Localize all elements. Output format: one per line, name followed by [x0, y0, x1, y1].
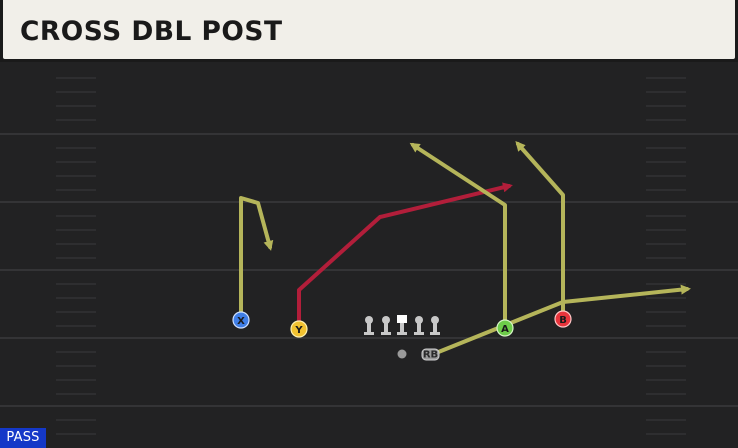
player-x-label: X: [237, 316, 245, 327]
offensive-line: [364, 315, 440, 335]
play-header: CROSS DBL POST: [0, 0, 738, 62]
player-rb[interactable]: RB: [421, 348, 440, 361]
hash-marks-left: [56, 77, 96, 435]
player-a-label: A: [501, 324, 509, 335]
route-rb: [429, 284, 691, 357]
yard-lines: [0, 133, 738, 407]
lineman-icon: [414, 316, 424, 335]
hash-marks-right: [646, 77, 686, 435]
play-field: RB X Y A B: [0, 62, 738, 448]
center-icon: [397, 315, 407, 335]
route-x: [239, 196, 274, 317]
player-y-label: Y: [294, 325, 303, 336]
play-type-badge: PASS: [0, 428, 46, 448]
play-diagram: RB X Y A B: [0, 77, 738, 435]
player-b[interactable]: B: [554, 310, 572, 328]
route-y: [297, 182, 513, 326]
play-title: CROSS DBL POST: [20, 16, 283, 47]
lineman-icon: [364, 316, 374, 335]
route-b: [515, 141, 565, 316]
player-x[interactable]: X: [232, 311, 250, 329]
routes: [239, 141, 691, 357]
player-b-label: B: [559, 315, 567, 326]
quarterback-marker: [397, 349, 407, 359]
lineman-icon: [430, 316, 440, 335]
play-header-panel: CROSS DBL POST: [3, 0, 735, 59]
player-a[interactable]: A: [496, 319, 514, 337]
player-rb-label: RB: [423, 350, 438, 361]
lineman-icon: [381, 316, 391, 335]
route-a: [409, 142, 507, 324]
player-y[interactable]: Y: [290, 320, 308, 338]
